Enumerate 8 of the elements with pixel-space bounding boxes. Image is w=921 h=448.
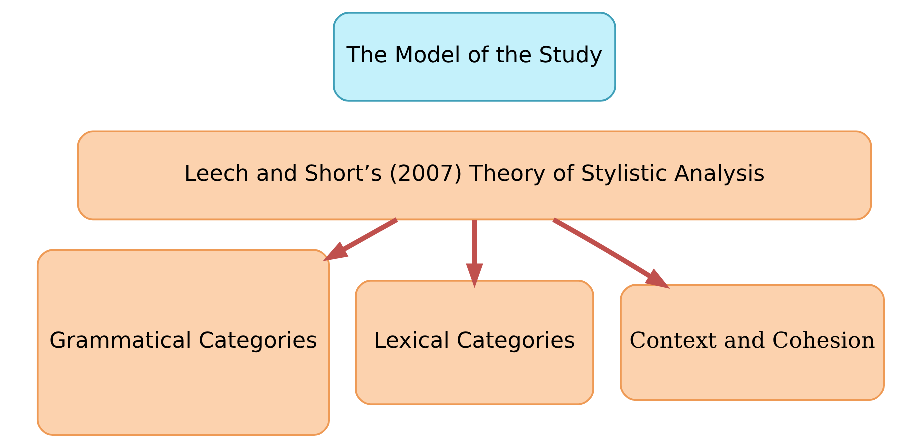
arrow [466, 220, 483, 288]
arrow [552, 218, 670, 289]
node-box: Context and Cohesion [620, 284, 885, 402]
node-box: Lexical Categories [354, 280, 594, 406]
node-box: Leech and Short’s (2007) Theory of Stylistic Analysis [76, 130, 872, 221]
arrow [322, 218, 398, 262]
node-box: The Model of the Study [332, 12, 616, 102]
node-box: Grammatical Categories [36, 249, 330, 436]
